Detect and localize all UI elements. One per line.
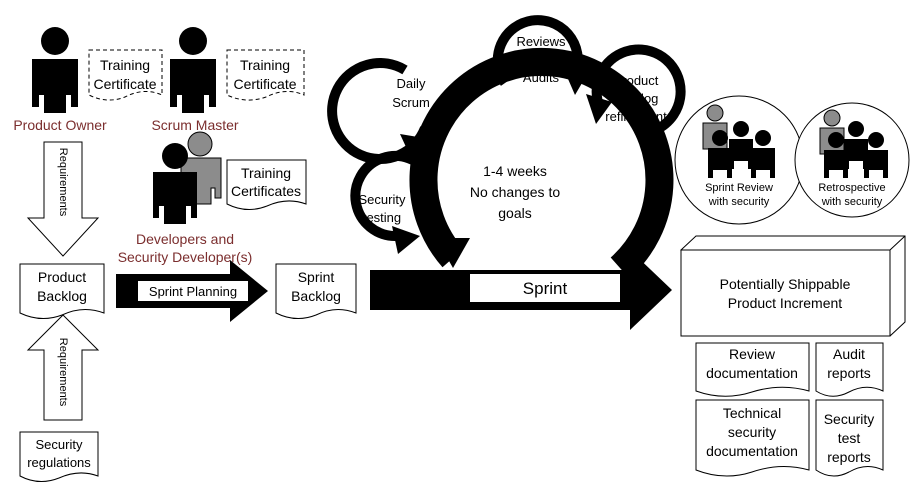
- sec-test-line1: Security: [824, 411, 875, 427]
- review-documentation: Review documentation: [695, 342, 810, 397]
- sprint-backlog: Sprint Backlog: [275, 263, 357, 319]
- sm-certificate-line1: Training: [240, 57, 290, 73]
- po-training-certificate: Training Certificate: [88, 49, 163, 101]
- dev-training-certificates: Training Certificates: [226, 159, 307, 210]
- product-owner-figure: [32, 27, 78, 113]
- sec-test-line2: test: [838, 430, 861, 446]
- sprint-review-meeting: Sprint Review with security: [674, 95, 804, 225]
- dev-certificate-line1: Training: [241, 165, 291, 181]
- developers-figure: [153, 131, 222, 224]
- audit-line1: Audit: [833, 346, 865, 362]
- scrum-master-figure: [170, 27, 216, 113]
- sec-test-line3: reports: [827, 449, 871, 465]
- developers-label-line2: Security Developer(s): [118, 249, 253, 265]
- retrospective-meeting: Retrospective with security: [794, 102, 910, 218]
- daily-scrum-line2: Scrum: [392, 95, 430, 110]
- cycle-center-line3: goals: [498, 205, 531, 221]
- retrospective-line2: with security: [821, 196, 883, 208]
- requirements-arrow-up: Requirements: [26, 314, 100, 421]
- review-doc-line2: documentation: [706, 365, 798, 381]
- po-certificate-line1: Training: [100, 57, 150, 73]
- sm-certificate-line2: Certificate: [233, 76, 296, 92]
- daily-scrum-line1: Daily: [397, 76, 426, 91]
- reviews-line3: Audits: [523, 70, 560, 85]
- product-backlog: Product Backlog: [19, 263, 105, 319]
- security-testing-line1: Security: [359, 192, 406, 207]
- developers-label-line1: Developers and: [136, 231, 234, 247]
- cycle-center-line2: No changes to: [470, 184, 560, 200]
- requirements-label-top: Requirements: [57, 148, 69, 217]
- retrospective-line1: Retrospective: [818, 182, 885, 194]
- sprint-review-line1: Sprint Review: [705, 182, 773, 194]
- sprint-cycle: 1-4 weeks No changes to goals: [409, 47, 674, 279]
- increment-line2: Product Increment: [728, 295, 842, 311]
- sprint-planning-arrow: Sprint Planning: [116, 260, 268, 322]
- refinement-line3: refinement: [605, 109, 667, 124]
- security-testing-line2: testing: [363, 210, 401, 225]
- product-owner-label: Product Owner: [13, 117, 107, 133]
- dev-certificate-line2: Certificates: [231, 183, 301, 199]
- review-doc-line1: Review: [729, 346, 776, 362]
- refinement-line2: backlog: [614, 91, 659, 106]
- security-regulations-line1: Security: [36, 437, 83, 452]
- tech-doc-line3: documentation: [706, 443, 798, 459]
- daily-scrum-loop: Daily Scrum: [327, 58, 436, 165]
- sprint-backlog-line1: Sprint: [298, 269, 335, 285]
- product-backlog-line2: Backlog: [37, 288, 87, 304]
- security-regulations: Security regulations: [19, 431, 99, 482]
- audit-line2: reports: [827, 365, 871, 381]
- reviews-line2: &: [537, 52, 546, 67]
- tech-doc-line2: security: [728, 424, 776, 440]
- reviews-line1: Reviews: [516, 34, 566, 49]
- security-regulations-line2: regulations: [27, 455, 91, 470]
- refinement-line1: Product: [614, 73, 659, 88]
- sprint-arrow: Sprint: [370, 250, 672, 330]
- sm-training-certificate: Training Certificate: [226, 49, 305, 101]
- po-certificate-line2: Certificate: [93, 76, 156, 92]
- tech-doc-line1: Technical: [723, 405, 781, 421]
- increment-line1: Potentially Shippable: [720, 276, 851, 292]
- security-test-reports: Security test reports: [815, 399, 884, 477]
- technical-security-documentation: Technical security documentation: [695, 399, 810, 477]
- product-increment: Potentially Shippable Product Increment: [680, 235, 906, 337]
- sprint-review-line2: with security: [708, 196, 770, 208]
- cycle-center-line1: 1-4 weeks: [483, 163, 547, 179]
- scrum-master-label: Scrum Master: [151, 117, 238, 133]
- audit-reports: Audit reports: [815, 342, 884, 397]
- sprint-planning-label: Sprint Planning: [149, 284, 237, 299]
- product-backlog-line1: Product: [38, 269, 86, 285]
- sprint-backlog-line2: Backlog: [291, 288, 341, 304]
- requirements-label-bottom: Requirements: [57, 338, 69, 407]
- refinement-loop: Product backlog refinement: [586, 44, 686, 138]
- reviews-audits-loop: Reviews & Audits: [492, 15, 592, 95]
- sprint-label: Sprint: [523, 279, 568, 298]
- requirements-arrow-down: Requirements: [26, 141, 100, 257]
- security-testing-loop: Security testing: [350, 151, 435, 254]
